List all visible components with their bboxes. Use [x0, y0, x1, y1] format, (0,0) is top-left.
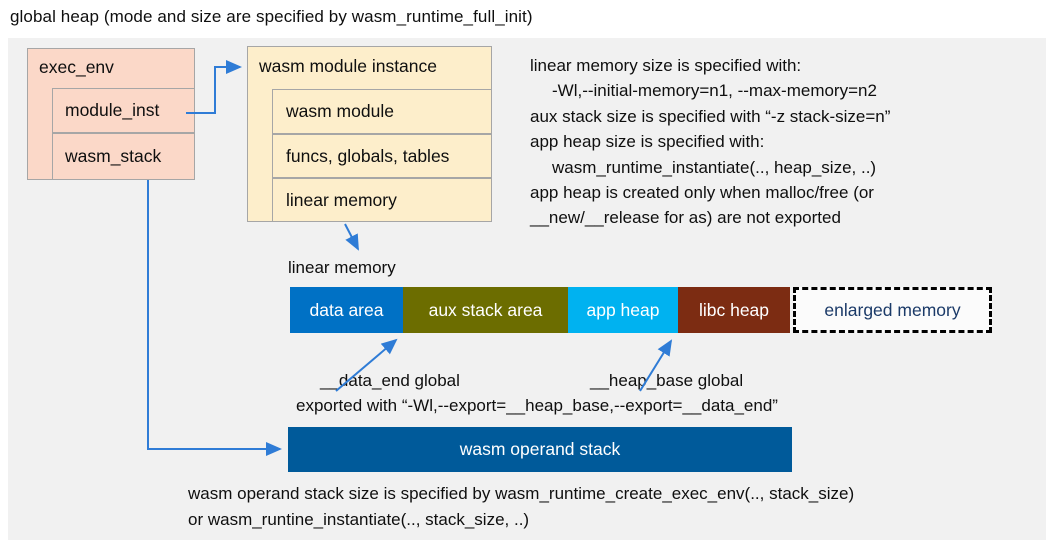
app-heap-label: app heap [586, 299, 660, 320]
instance-row-linear-memory: linear memory [272, 178, 492, 222]
exec-env-row-module-inst: module_inst [52, 88, 195, 133]
size-notes: linear memory size is specified with: -W… [530, 53, 1045, 231]
operand-stack-notes: wasm operand stack size is specified by … [188, 481, 1048, 533]
note-line: __new/__release for as) are not exported [530, 208, 841, 228]
instance-row-funcs-globals-tables: funcs, globals, tables [272, 134, 492, 178]
note-line: linear memory size is specified with: [530, 56, 802, 75]
segment-enlarged-memory: enlarged memory [793, 287, 992, 333]
data-area-label: data area [309, 299, 384, 320]
libc-heap-label: libc heap [698, 299, 770, 320]
linear-memory-row-label: linear memory [286, 189, 397, 210]
segment-libc-heap: libc heap [678, 287, 790, 333]
aux-stack-area-label: aux stack area [428, 299, 543, 320]
segment-aux-stack-area: aux stack area [403, 287, 568, 333]
module-inst-label: module_inst [65, 100, 160, 120]
exec-env-title: exec_env [39, 57, 114, 77]
wasm-module-label: wasm module [286, 101, 394, 121]
note-line: app heap is created only when malloc/fre… [530, 183, 874, 203]
data-end-global-label: __data_end global [320, 371, 460, 390]
note-line: or wasm_runtine_instantiate(.., stack_si… [188, 510, 530, 529]
wasm-stack-label: wasm_stack [65, 146, 162, 166]
note-line: aux stack size is specified with “-z sta… [530, 106, 891, 126]
page-title: global heap (mode and size are specified… [10, 7, 533, 26]
heap-base-global-label: __heap_base global [590, 371, 744, 390]
instance-row-wasm-module: wasm module [272, 89, 492, 134]
wasm-operand-stack-label: wasm operand stack [459, 439, 621, 459]
segment-data-area: data area [290, 287, 403, 333]
note-line: wasm operand stack size is specified by … [188, 484, 855, 503]
segment-app-heap: app heap [568, 287, 678, 333]
note-line: app heap size is specified with: [530, 132, 765, 152]
enlarged-memory-label: enlarged memory [824, 299, 961, 320]
wasm-operand-stack-bar: wasm operand stack [288, 427, 792, 472]
note-line: wasm_runtime_instantiate(.., heap_size, … [552, 157, 877, 177]
note-line: -Wl,--initial-memory=n1, --max-memory=n2 [552, 81, 877, 101]
exec-env-row-wasm-stack: wasm_stack [52, 133, 195, 180]
export-flags-label: exported with “-Wl,--export=__heap_base,… [296, 396, 778, 415]
funcs-globals-tables-label: funcs, globals, tables [286, 145, 450, 166]
linear-memory-label: linear memory [288, 258, 396, 277]
wasm-module-instance-title: wasm module instance [259, 56, 437, 76]
